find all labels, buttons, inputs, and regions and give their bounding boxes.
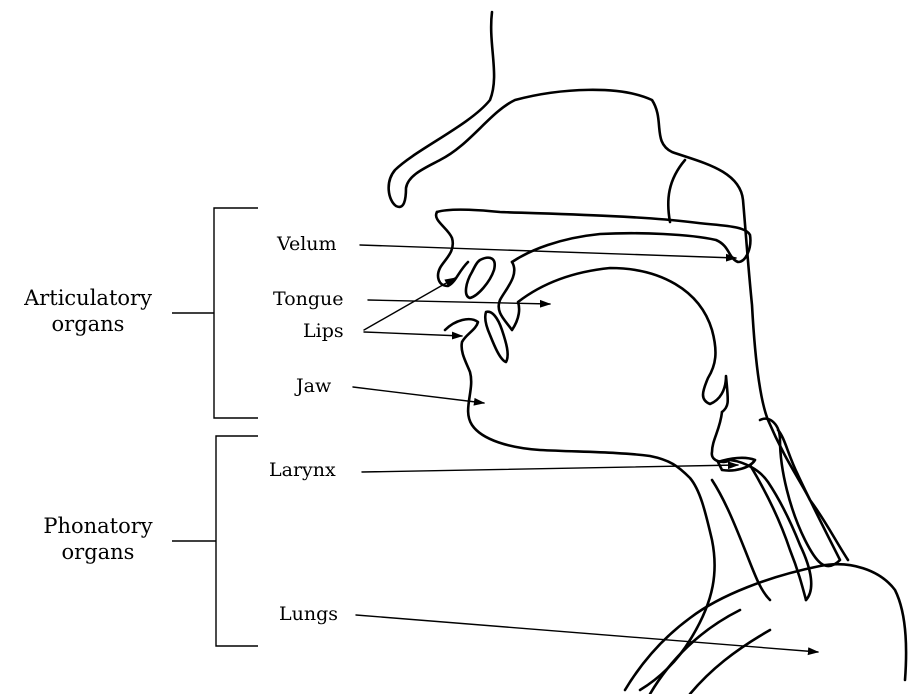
lungs-inner-right	[690, 630, 770, 694]
palate-outline	[437, 210, 750, 262]
tongue-outline	[499, 262, 728, 412]
lips-arrow-upper	[364, 278, 455, 330]
lungs-outline	[625, 564, 906, 690]
velum-label: Velum	[276, 233, 337, 255]
articulatory-group-label-line2: organs	[52, 312, 125, 336]
lips-label: Lips	[303, 320, 344, 342]
articulatory-group-label-line1: Articulatory	[23, 286, 152, 310]
jaw-arrow	[353, 387, 484, 403]
nose-outline	[389, 12, 848, 560]
tongue-label: Tongue	[273, 288, 344, 310]
nasal-back-wall	[668, 160, 685, 222]
phonatory-group-label-line2: organs	[62, 540, 135, 564]
upper-lip	[466, 258, 495, 298]
lips-arrow-lower	[364, 332, 462, 336]
lungs-inner	[650, 610, 740, 694]
articulatory-bracket	[172, 208, 258, 418]
lungs-arrow	[356, 615, 818, 652]
phonatory-bracket	[172, 436, 258, 646]
lungs-label: Lungs	[279, 603, 338, 625]
phonatory-group-label-line1: Phonatory	[43, 514, 152, 538]
velum-arrow	[360, 245, 736, 258]
larynx-label: Larynx	[269, 459, 336, 481]
jaw-outline	[445, 319, 715, 690]
jaw-label: Jaw	[294, 375, 332, 397]
tongue-arrow	[368, 300, 550, 304]
